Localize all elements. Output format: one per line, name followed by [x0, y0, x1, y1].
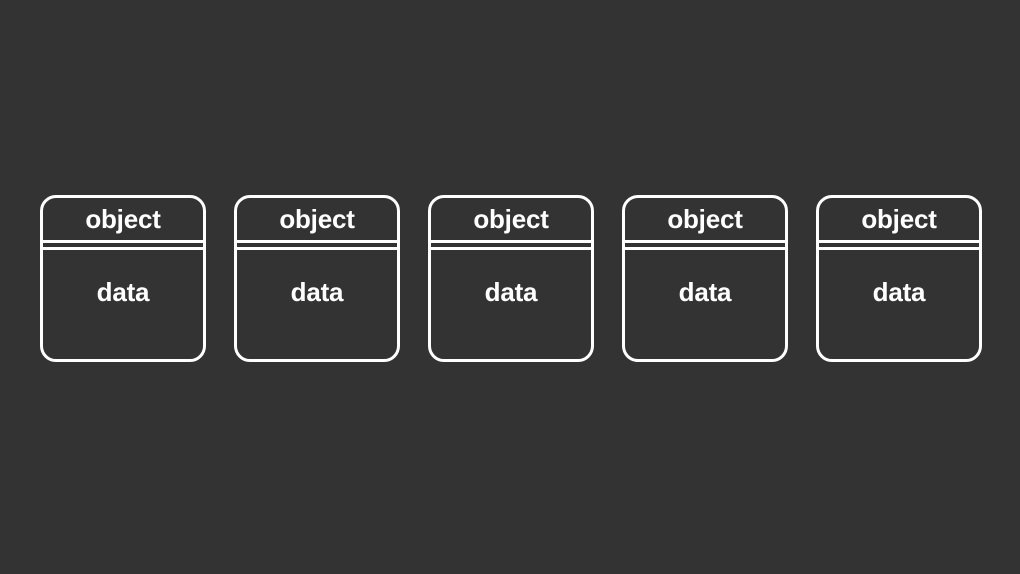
object-card-body-label: data — [678, 277, 732, 307]
object-card-divider-band — [43, 243, 203, 250]
object-card-body: data — [237, 250, 397, 359]
object-card-divider-band — [819, 243, 979, 250]
object-card[interactable]: object data — [816, 195, 982, 362]
object-card-row: object data object data object data — [40, 195, 982, 362]
object-card-divider-band — [431, 243, 591, 250]
object-card-header-label: object — [473, 204, 549, 234]
object-card-header-label: object — [861, 204, 937, 234]
object-card-header: object — [431, 198, 591, 243]
object-card-body: data — [625, 250, 785, 359]
object-card-header-label: object — [85, 204, 161, 234]
object-card-body-label: data — [290, 277, 344, 307]
object-card-body-label: data — [872, 277, 926, 307]
object-card-header: object — [43, 198, 203, 243]
object-card-body-label: data — [96, 277, 150, 307]
object-card[interactable]: object data — [40, 195, 206, 362]
object-card-body: data — [43, 250, 203, 359]
object-card-divider-band — [625, 243, 785, 250]
object-card-header: object — [819, 198, 979, 243]
object-card-divider-band — [237, 243, 397, 250]
object-card-body: data — [819, 250, 979, 359]
object-card[interactable]: object data — [234, 195, 400, 362]
object-card[interactable]: object data — [428, 195, 594, 362]
object-card-header: object — [237, 198, 397, 243]
object-card-header-label: object — [279, 204, 355, 234]
object-card-body-label: data — [484, 277, 538, 307]
object-card-header: object — [625, 198, 785, 243]
object-card[interactable]: object data — [622, 195, 788, 362]
object-card-body: data — [431, 250, 591, 359]
object-card-header-label: object — [667, 204, 743, 234]
